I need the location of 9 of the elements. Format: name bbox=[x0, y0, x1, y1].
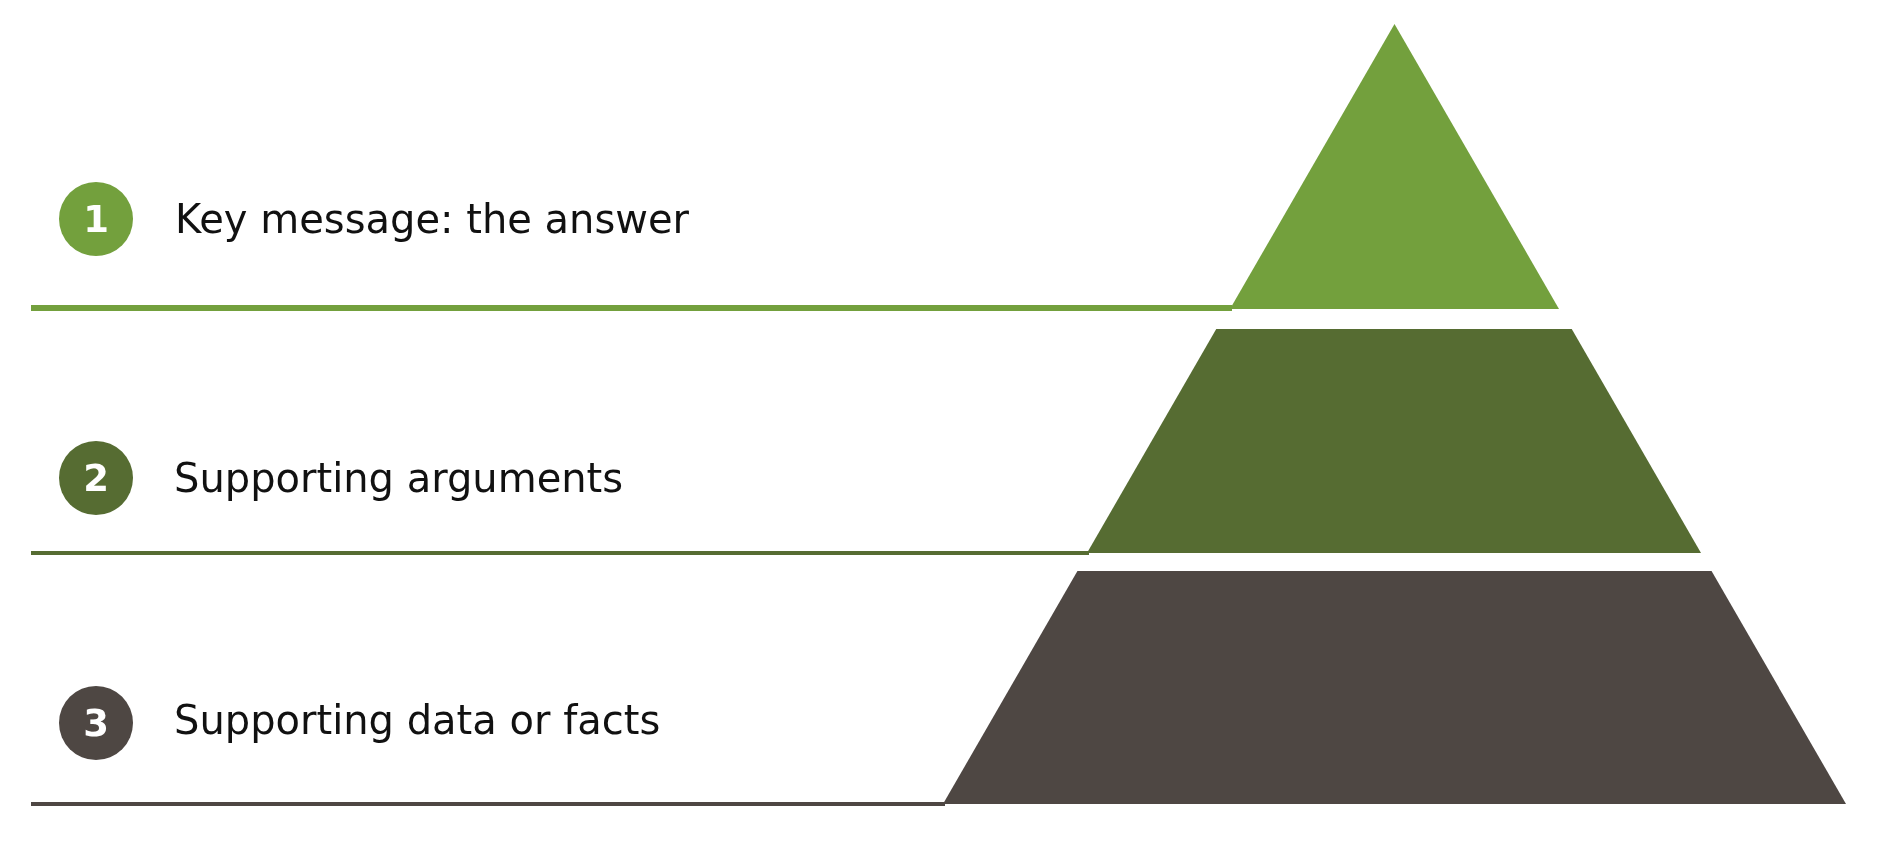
number-badge: 3 bbox=[59, 686, 133, 760]
pyramid-tier bbox=[1230, 24, 1559, 309]
step-label: Supporting arguments bbox=[174, 455, 624, 501]
step-label: Key message: the answer bbox=[175, 196, 690, 242]
step-label: Supporting data or facts bbox=[174, 697, 661, 743]
pyramid-tier bbox=[1087, 329, 1701, 553]
number-badge: 2 bbox=[59, 441, 133, 515]
pyramid-tier bbox=[943, 571, 1846, 804]
number-badge: 1 bbox=[59, 182, 133, 256]
